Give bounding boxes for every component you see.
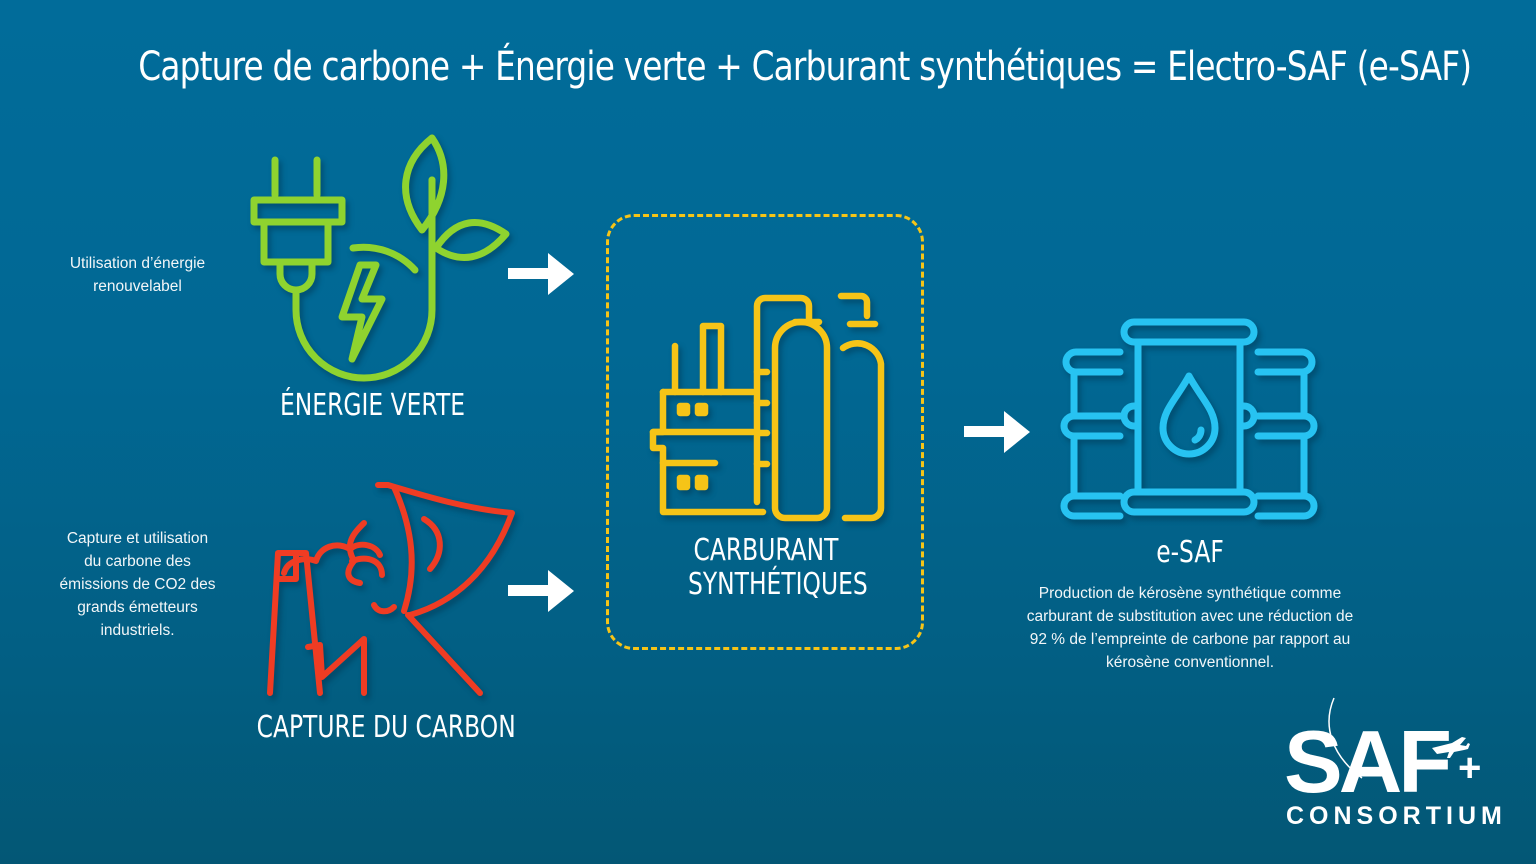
label-line: SYNTHÉTIQUES: [688, 567, 868, 602]
description-line: 92 % de l’empreinte de carbone par rappo…: [1029, 631, 1351, 648]
orbit-arc-icon: [1328, 697, 1363, 779]
esaf-description: Production de kérosène synthétique comme…: [980, 582, 1400, 674]
page-title: Capture de carbone + Énergie verte + Car…: [138, 44, 1472, 90]
description-line: industriels.: [100, 622, 175, 639]
esaf-label: e-SAF: [1156, 535, 1224, 570]
arrow-right-icon: [508, 253, 576, 295]
description-line: Production de kérosène synthétique comme: [1038, 585, 1342, 602]
description-line: Capture et utilisation: [66, 530, 209, 547]
logo-saf-text: SAF: [1284, 712, 1452, 811]
description-line: Utilisation d’énergie: [69, 255, 206, 272]
synthetic-fuel-label: CARBURANT SYNTHÉTIQUES: [688, 533, 868, 602]
plug-leaf-icon: [240, 130, 510, 382]
description-line: carburant de substitution avec une réduc…: [1026, 608, 1354, 625]
description-line: kérosène conventionnel.: [1105, 654, 1275, 671]
green-energy-description: Utilisation d’énergie renouvelabel: [40, 252, 235, 298]
oil-barrels-drop-icon: [1060, 318, 1320, 520]
logo-consortium-text: CONSORTIUM: [1286, 802, 1507, 830]
description-line: émissions de CO2 des: [59, 576, 216, 593]
label-line: CARBURANT: [693, 533, 839, 568]
arrow-right-icon: [964, 411, 1032, 453]
green-energy-label: ÉNERGIE VERTE: [280, 388, 466, 423]
refinery-tanks-icon: [645, 288, 890, 522]
arrow-right-icon: [508, 570, 576, 612]
airplane-icon: [1432, 737, 1470, 758]
synthetic-fuel-box: [606, 214, 924, 650]
saf-consortium-logo: SAF + CONSORTIUM: [1282, 696, 1502, 836]
factory-chimney-capture-icon: [262, 475, 515, 705]
description-line: du carbone des: [84, 553, 191, 570]
description-line: renouvelabel: [93, 278, 182, 295]
logo-plus: +: [1458, 746, 1482, 790]
carbon-capture-description: Capture et utilisation du carbone des ém…: [40, 527, 235, 642]
carbon-capture-label: CAPTURE DU CARBON: [256, 710, 516, 745]
description-line: grands émetteurs: [77, 599, 198, 616]
